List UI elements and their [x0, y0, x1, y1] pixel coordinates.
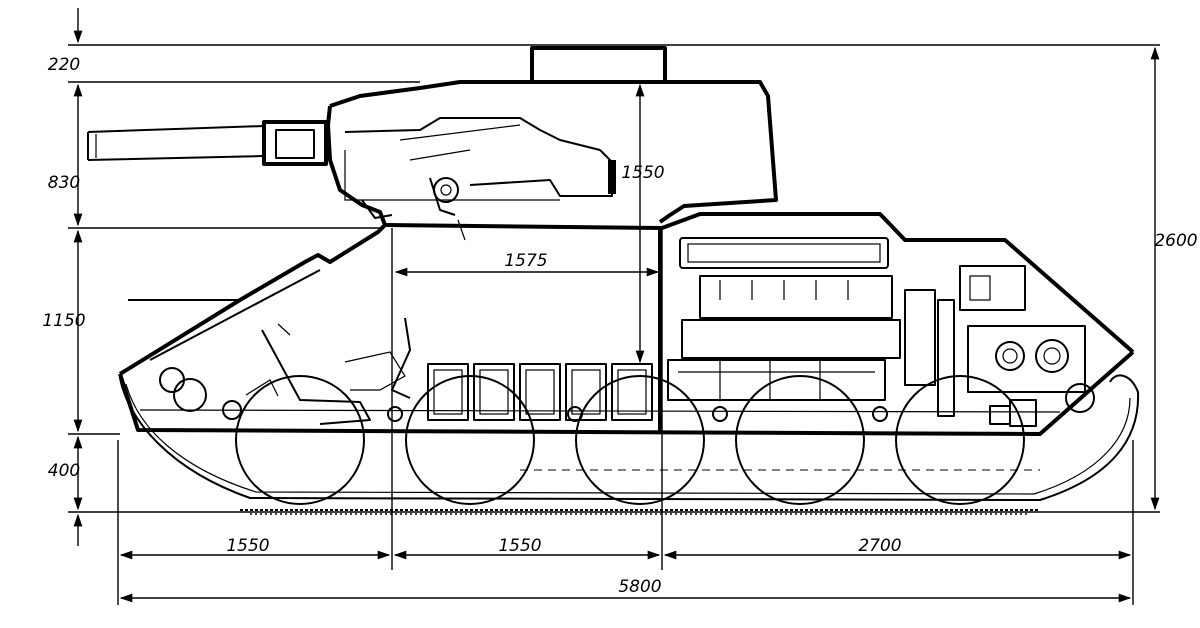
- hull-outline: [118, 212, 1135, 436]
- dim-turret-1550: 1550: [621, 163, 664, 183]
- dim-overall-5800: 5800: [618, 577, 661, 597]
- dim-400: 400: [48, 461, 80, 481]
- engine: [667, 237, 1086, 427]
- dim-bottom-2700: 2700: [858, 536, 901, 556]
- dim-1575: 1575: [504, 251, 547, 271]
- ammo-racks: [427, 363, 653, 421]
- dim-bottom-1550-left: 1550: [226, 536, 269, 556]
- dim-bottom-1550-mid: 1550: [498, 536, 541, 556]
- track-and-wheels: [119, 367, 1140, 505]
- dim-1150: 1150: [42, 311, 85, 331]
- dimension-labels: 220 830 1150 400 2600 1550 1575 1550 155…: [42, 55, 1197, 597]
- dimension-lines: [68, 8, 1160, 605]
- ground-hatching: [240, 509, 1040, 515]
- dim-220: 220: [48, 55, 80, 75]
- crew-seats: [245, 317, 411, 425]
- dim-830: 830: [48, 173, 80, 193]
- dim-2600: 2600: [1154, 231, 1197, 251]
- turret: [87, 46, 778, 241]
